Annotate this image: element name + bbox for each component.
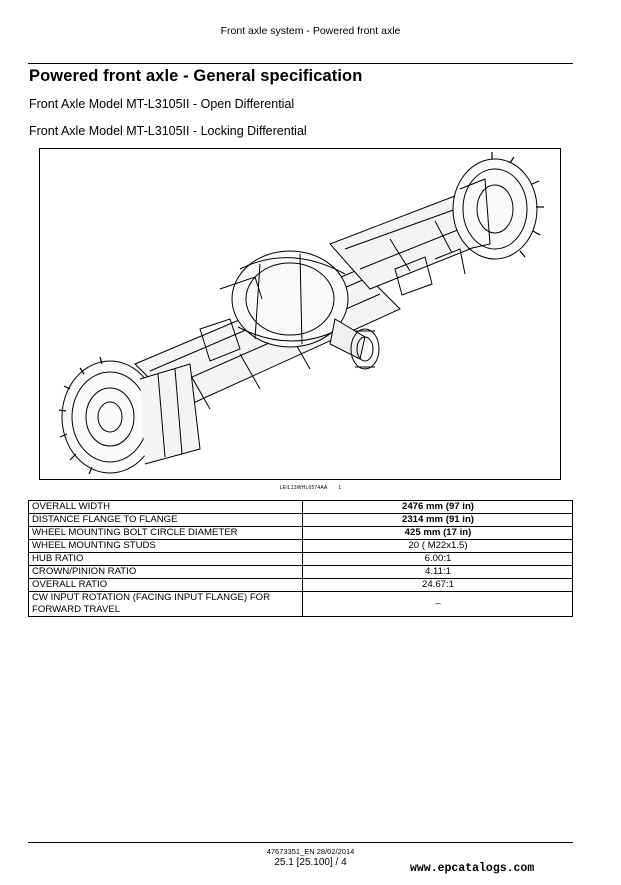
spec-label-line-1: CW INPUT ROTATION (FACING INPUT FLANGE) …: [32, 592, 271, 603]
figure-number: 1: [338, 485, 342, 491]
model-heading-locking-differential: Front Axle Model MT-L3105II - Locking Di…: [29, 124, 307, 138]
running-header: Front axle system - Powered front axle: [220, 25, 401, 37]
figure-code: LEIL13WHL0574AA: [279, 485, 328, 491]
figure-caption: LEIL13WHL0574AA 1: [0, 485, 621, 491]
table-row: DISTANCE FLANGE TO FLANGE 2314 mm (91 in…: [28, 513, 573, 527]
table-row: CROWN/PINION RATIO 4.11:1: [28, 565, 573, 579]
spec-value: 6.00:1: [302, 552, 573, 566]
section-title: Powered front axle - General specificati…: [29, 67, 363, 85]
spec-label: CROWN/PINION RATIO: [28, 565, 303, 579]
table-row: OVERALL WIDTH 2476 mm (97 in): [28, 500, 573, 514]
axle-drawing: [58, 152, 544, 475]
spec-label: HUB RATIO: [28, 552, 303, 566]
spec-value: 2476 mm (97 in): [302, 500, 573, 514]
footer-divider: [28, 842, 573, 843]
spec-label-line-2: FORWARD TRAVEL: [32, 604, 121, 615]
spec-value-imperial: (17 in): [440, 527, 472, 538]
spec-label: OVERALL RATIO: [28, 578, 303, 592]
spec-value-imperial: (97 in): [443, 501, 474, 512]
spec-value: 24.67:1: [302, 578, 573, 592]
header-divider: [28, 63, 573, 64]
table-row: CW INPUT ROTATION (FACING INPUT FLANGE) …: [28, 591, 573, 617]
spec-label: CW INPUT ROTATION (FACING INPUT FLANGE) …: [28, 591, 303, 617]
spec-value-metric: 2476 mm: [402, 501, 444, 512]
table-row: OVERALL RATIO 24.67:1: [28, 578, 573, 592]
spec-label: DISTANCE FLANGE TO FLANGE: [28, 513, 303, 527]
footer-document-id: 47673351_EN 28/02/2014: [266, 847, 355, 856]
spec-label: WHEEL MOUNTING BOLT CIRCLE DIAMETER: [28, 526, 303, 540]
spec-value: –: [302, 591, 573, 617]
spec-value: 2314 mm (91 in): [302, 513, 573, 527]
spec-value: 425 mm (17 in): [302, 526, 573, 540]
spec-value-imperial: (91 in): [443, 514, 474, 525]
spec-value-metric: 2314 mm: [402, 514, 444, 525]
table-row: WHEEL MOUNTING BOLT CIRCLE DIAMETER 425 …: [28, 526, 573, 540]
footer-page-reference: 25.1 [25.100] / 4: [274, 857, 347, 868]
model-heading-open-differential: Front Axle Model MT-L3105II - Open Diffe…: [29, 97, 295, 111]
spec-value-metric: 425 mm: [404, 527, 441, 538]
spec-label: WHEEL MOUNTING STUDS: [28, 539, 303, 553]
spec-value: 4.11:1: [302, 565, 573, 579]
watermark-link[interactable]: www.epcatalogs.com: [410, 862, 535, 875]
spec-label: OVERALL WIDTH: [28, 500, 303, 514]
spec-table: OVERALL WIDTH 2476 mm (97 in) DISTANCE F…: [28, 500, 573, 617]
spec-value: 20 ( M22x1.5): [302, 539, 573, 553]
axle-illustration: [39, 148, 561, 480]
table-row: HUB RATIO 6.00:1: [28, 552, 573, 566]
table-row: WHEEL MOUNTING STUDS 20 ( M22x1.5): [28, 539, 573, 553]
